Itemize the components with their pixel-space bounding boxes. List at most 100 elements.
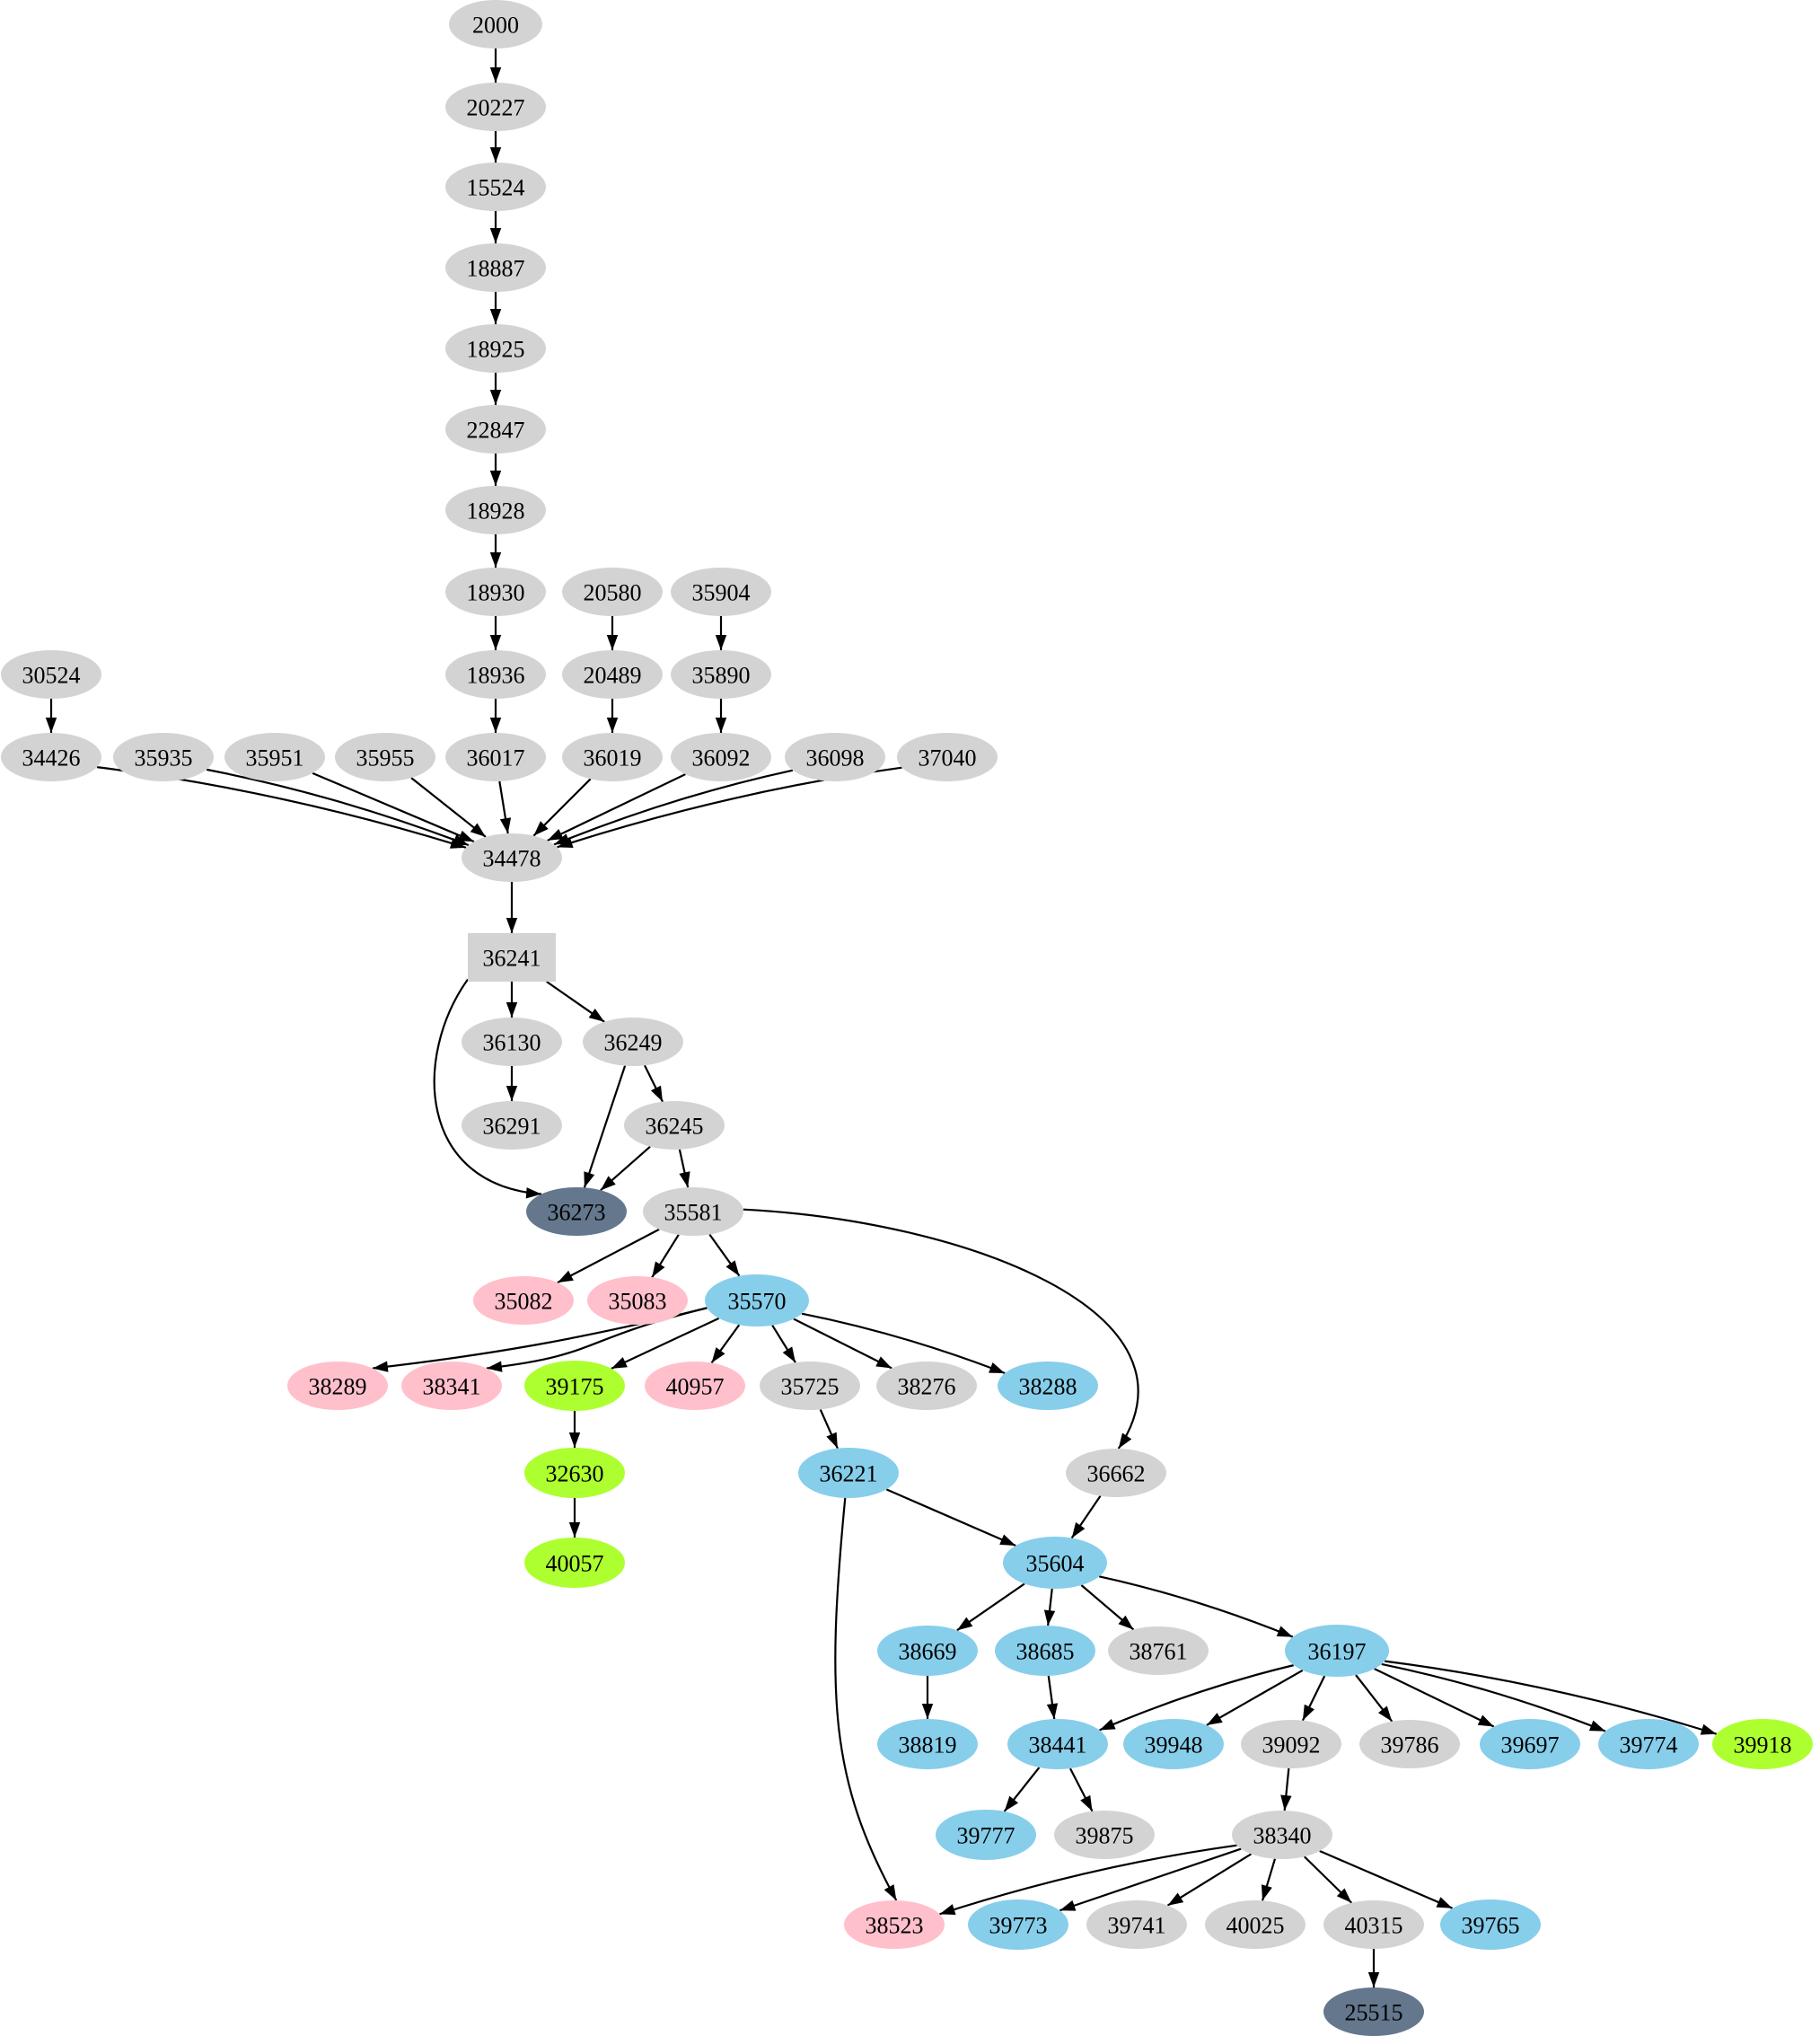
graph-node-36662[interactable]: 36662: [1066, 1449, 1166, 1497]
graph-node-35951[interactable]: 35951: [224, 733, 325, 781]
graph-node-18928[interactable]: 18928: [445, 486, 546, 534]
node-ellipse[interactable]: [1205, 1900, 1306, 1949]
graph-node-38685[interactable]: 38685: [995, 1626, 1095, 1676]
node-ellipse[interactable]: [224, 733, 325, 781]
graph-node-39786[interactable]: 39786: [1359, 1720, 1460, 1768]
node-ellipse[interactable]: [113, 733, 214, 781]
node-ellipse[interactable]: [1, 650, 101, 699]
node-ellipse[interactable]: [1086, 1900, 1187, 1949]
graph-node-39765[interactable]: 39765: [1440, 1899, 1541, 1950]
node-ellipse[interactable]: [401, 1362, 502, 1410]
node-ellipse[interactable]: [760, 1362, 860, 1410]
graph-node-35935[interactable]: 35935: [113, 733, 214, 781]
node-ellipse[interactable]: [624, 1101, 725, 1150]
graph-node-35082[interactable]: 35082: [473, 1276, 574, 1325]
node-ellipse[interactable]: [995, 1626, 1095, 1676]
node-ellipse[interactable]: [1359, 1720, 1460, 1768]
graph-node-35083[interactable]: 35083: [587, 1276, 688, 1325]
node-ellipse[interactable]: [877, 1626, 978, 1676]
node-ellipse[interactable]: [462, 833, 562, 882]
node-ellipse[interactable]: [445, 243, 546, 292]
graph-node-36092[interactable]: 36092: [671, 733, 771, 781]
node-ellipse[interactable]: [671, 568, 771, 616]
node-ellipse[interactable]: [562, 733, 663, 781]
node-ellipse[interactable]: [524, 1361, 625, 1411]
graph-node-2000[interactable]: 2000: [449, 0, 542, 48]
graph-node-38441[interactable]: 38441: [1007, 1719, 1108, 1769]
node-ellipse[interactable]: [445, 486, 546, 534]
graph-node-36245[interactable]: 36245: [624, 1101, 725, 1150]
node-ellipse[interactable]: [445, 568, 546, 616]
graph-node-36197[interactable]: 36197: [1285, 1625, 1389, 1677]
graph-node-18936[interactable]: 18936: [445, 650, 546, 699]
graph-node-15524[interactable]: 15524: [445, 163, 546, 211]
graph-node-25515[interactable]: 25515: [1323, 1988, 1424, 2036]
node-ellipse[interactable]: [1232, 1811, 1332, 1859]
node-ellipse[interactable]: [462, 1018, 562, 1066]
node-ellipse[interactable]: [1440, 1899, 1541, 1950]
node-ellipse[interactable]: [1003, 1537, 1107, 1589]
node-ellipse[interactable]: [562, 650, 663, 699]
graph-node-40957[interactable]: 40957: [645, 1362, 745, 1410]
graph-node-38761[interactable]: 38761: [1108, 1626, 1209, 1675]
node-ellipse[interactable]: [936, 1810, 1036, 1860]
node-ellipse[interactable]: [583, 1018, 683, 1066]
node-ellipse[interactable]: [445, 83, 546, 131]
graph-node-35581[interactable]: 35581: [643, 1187, 743, 1236]
graph-node-38819[interactable]: 38819: [877, 1719, 978, 1769]
graph-node-34478[interactable]: 34478: [462, 833, 562, 882]
graph-node-36241[interactable]: 36241: [468, 933, 556, 982]
node-ellipse[interactable]: [705, 1274, 809, 1326]
node-ellipse[interactable]: [1323, 1900, 1424, 1949]
node-ellipse[interactable]: [1712, 1719, 1813, 1769]
node-ellipse[interactable]: [445, 650, 546, 699]
graph-node-20489[interactable]: 20489: [562, 650, 663, 699]
node-ellipse[interactable]: [876, 1362, 977, 1410]
graph-node-39774[interactable]: 39774: [1598, 1719, 1699, 1769]
graph-node-35725[interactable]: 35725: [760, 1362, 860, 1410]
graph-node-18887[interactable]: 18887: [445, 243, 546, 292]
node-ellipse[interactable]: [671, 650, 771, 699]
node-ellipse[interactable]: [897, 733, 998, 781]
graph-node-39697[interactable]: 39697: [1480, 1719, 1580, 1769]
graph-node-39741[interactable]: 39741: [1086, 1900, 1187, 1949]
node-ellipse[interactable]: [335, 733, 435, 781]
graph-node-38669[interactable]: 38669: [877, 1626, 978, 1676]
node-ellipse[interactable]: [526, 1187, 627, 1236]
graph-node-39777[interactable]: 39777: [936, 1810, 1036, 1860]
graph-node-20580[interactable]: 20580: [562, 568, 663, 616]
node-ellipse[interactable]: [877, 1719, 978, 1769]
graph-node-37040[interactable]: 37040: [897, 733, 998, 781]
node-ellipse[interactable]: [1108, 1626, 1209, 1675]
graph-node-40025[interactable]: 40025: [1205, 1900, 1306, 1949]
graph-node-36130[interactable]: 36130: [462, 1018, 562, 1066]
graph-node-40315[interactable]: 40315: [1323, 1900, 1424, 1949]
graph-node-18930[interactable]: 18930: [445, 568, 546, 616]
node-ellipse[interactable]: [524, 1448, 625, 1498]
node-ellipse[interactable]: [643, 1187, 743, 1236]
graph-node-20227[interactable]: 20227: [445, 83, 546, 131]
node-ellipse[interactable]: [1054, 1811, 1155, 1859]
node-ellipse[interactable]: [445, 405, 546, 454]
graph-node-38340[interactable]: 38340: [1232, 1811, 1332, 1859]
graph-node-35955[interactable]: 35955: [335, 733, 435, 781]
node-ellipse[interactable]: [1066, 1449, 1166, 1497]
node-ellipse[interactable]: [462, 1101, 562, 1150]
graph-node-36221[interactable]: 36221: [798, 1448, 899, 1498]
graph-node-22847[interactable]: 22847: [445, 405, 546, 454]
node-ellipse[interactable]: [671, 733, 771, 781]
graph-node-39773[interactable]: 39773: [968, 1899, 1068, 1950]
node-ellipse[interactable]: [998, 1362, 1098, 1410]
graph-node-39875[interactable]: 39875: [1054, 1811, 1155, 1859]
node-ellipse[interactable]: [445, 324, 546, 373]
node-ellipse[interactable]: [524, 1538, 625, 1588]
graph-node-18925[interactable]: 18925: [445, 324, 546, 373]
graph-node-30524[interactable]: 30524: [1, 650, 101, 699]
node-ellipse[interactable]: [1241, 1720, 1341, 1768]
node-ellipse[interactable]: [1480, 1719, 1580, 1769]
node-ellipse[interactable]: [1323, 1988, 1424, 2036]
node-ellipse[interactable]: [287, 1362, 388, 1410]
graph-node-36017[interactable]: 36017: [445, 733, 546, 781]
graph-node-36249[interactable]: 36249: [583, 1018, 683, 1066]
node-ellipse[interactable]: [968, 1899, 1068, 1950]
